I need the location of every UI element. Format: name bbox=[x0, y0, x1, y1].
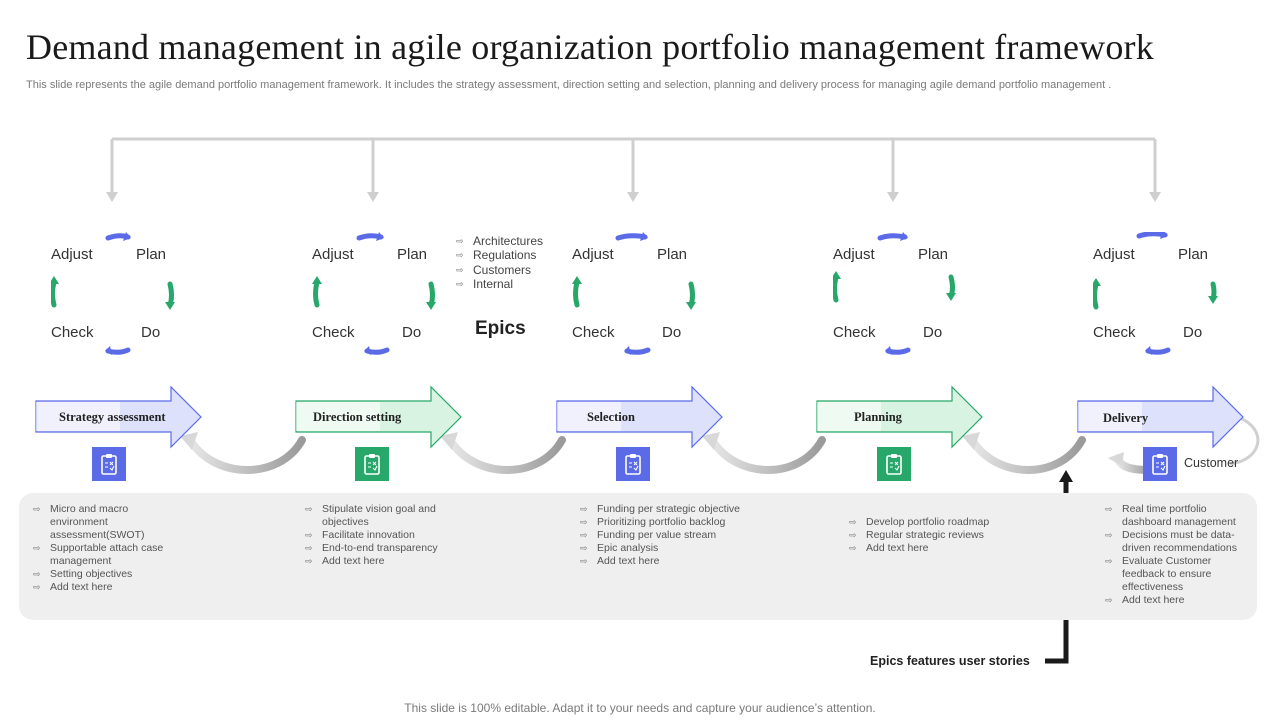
stage-arrow-planning[interactable] bbox=[816, 385, 983, 449]
customer-label: Customer bbox=[1184, 456, 1239, 470]
stage-details-direction-setting: Stipulate vision goal and objectives Fac… bbox=[305, 503, 475, 568]
epics-item: Regulations bbox=[456, 248, 543, 263]
clipboard-icon bbox=[355, 447, 389, 481]
list-item: Add text here bbox=[580, 555, 780, 568]
cycle-do-label: Do bbox=[141, 324, 161, 341]
pdca-cycle-3: Adjust Plan Check Do bbox=[572, 232, 722, 362]
stage-arrows bbox=[35, 385, 1244, 449]
cycle-adjust-label: Adjust bbox=[833, 246, 875, 263]
epics-features-label: Epics features user stories bbox=[870, 654, 1030, 668]
list-item: Add text here bbox=[33, 581, 183, 594]
cycle-do-label: Do bbox=[402, 324, 422, 341]
list-item: Develop portfolio roadmap bbox=[849, 516, 1029, 529]
cycle-check-label: Check bbox=[51, 324, 94, 341]
top-connector bbox=[110, 137, 1157, 196]
list-item: Funding per value stream bbox=[580, 529, 780, 542]
cycle-adjust-label: Adjust bbox=[1093, 246, 1135, 263]
stage-label-planning: Planning bbox=[854, 410, 902, 424]
cycle-arrows bbox=[1093, 232, 1218, 355]
cycle-arrows bbox=[51, 232, 175, 355]
pdca-cycle-2: Adjust Plan Check Do bbox=[312, 232, 462, 362]
stage-arrow-direction-setting[interactable] bbox=[295, 385, 462, 449]
epics-features-arrowhead bbox=[1059, 470, 1073, 482]
list-item: Stipulate vision goal and objectives bbox=[305, 503, 475, 529]
list-item: Micro and macro environment assessment(S… bbox=[33, 503, 183, 542]
cycle-plan-label: Plan bbox=[918, 246, 949, 263]
cycle-adjust-label: Adjust bbox=[312, 246, 354, 263]
list-item: Regular strategic reviews bbox=[849, 529, 1029, 542]
list-item: Add text here bbox=[1105, 594, 1250, 607]
stage-label-delivery: Delivery bbox=[1103, 411, 1149, 425]
epics-item: Architectures bbox=[456, 234, 543, 249]
epics-item: Internal bbox=[456, 277, 543, 292]
clipboard-icon bbox=[92, 447, 126, 481]
stage-arrow-selection[interactable] bbox=[556, 385, 723, 449]
list-item: Decisions must be data-driven recommenda… bbox=[1105, 529, 1250, 555]
cycle-check-label: Check bbox=[833, 324, 876, 341]
list-item: End-to-end transparency bbox=[305, 542, 475, 555]
page-subtitle: This slide represents the agile demand p… bbox=[26, 79, 1112, 91]
cycle-check-label: Check bbox=[312, 324, 355, 341]
clipboard-icon bbox=[877, 447, 911, 481]
stage-label-strategy-assessment: Strategy assessment bbox=[59, 410, 166, 424]
clipboard-icon bbox=[616, 447, 650, 481]
stage-details-strategy-assessment: Micro and macro environment assessment(S… bbox=[33, 503, 183, 594]
cycle-plan-label: Plan bbox=[136, 246, 167, 263]
cycle-check-label: Check bbox=[1093, 324, 1136, 341]
list-item: Facilitate innovation bbox=[305, 529, 475, 542]
cycle-plan-label: Plan bbox=[1178, 246, 1209, 263]
connector-arrowheads bbox=[106, 192, 1161, 202]
stage-link-heads bbox=[180, 432, 1124, 466]
cycle-plan-label: Plan bbox=[657, 246, 688, 263]
list-item: Epic analysis bbox=[580, 542, 780, 555]
footer-note: This slide is 100% editable. Adapt it to… bbox=[404, 701, 876, 715]
pdca-cycle-5: Adjust Plan Check Do bbox=[1093, 232, 1243, 362]
list-item: Funding per strategic objective bbox=[580, 503, 780, 516]
pdca-cycle-4: Adjust Plan Check Do bbox=[833, 232, 983, 362]
epics-title: Epics bbox=[475, 318, 526, 339]
stage-label-direction-setting: Direction setting bbox=[313, 410, 402, 424]
clipboard-icon bbox=[1143, 447, 1177, 481]
stage-details-selection: Funding per strategic objective Prioriti… bbox=[580, 503, 780, 568]
epics-list: Architectures Regulations Customers Inte… bbox=[456, 234, 543, 291]
list-item: Add text here bbox=[849, 542, 1029, 555]
list-item: Evaluate Customer feedback to ensure eff… bbox=[1105, 555, 1250, 594]
customer-loop bbox=[1229, 416, 1260, 466]
page-title: Demand management in agile organization … bbox=[26, 27, 1154, 67]
stage-details-planning: Develop portfolio roadmap Regular strate… bbox=[849, 516, 1029, 555]
list-item: Setting objectives bbox=[33, 568, 183, 581]
list-item: Real time portfolio dashboard management bbox=[1105, 503, 1250, 529]
cycle-arrows bbox=[312, 232, 436, 355]
pdca-cycle-1: Adjust Plan Check Do bbox=[51, 232, 201, 362]
cycle-do-label: Do bbox=[1183, 324, 1203, 341]
stage-link-curves bbox=[186, 436, 1154, 474]
stage-details-delivery: Real time portfolio dashboard management… bbox=[1105, 503, 1250, 607]
stage-arrow-strategy-assessment[interactable] bbox=[35, 385, 202, 449]
stage-label-selection: Selection bbox=[587, 410, 635, 424]
cycle-plan-label: Plan bbox=[397, 246, 428, 263]
cycle-do-label: Do bbox=[662, 324, 682, 341]
cycle-check-label: Check bbox=[572, 324, 615, 341]
list-item: Add text here bbox=[305, 555, 475, 568]
cycle-adjust-label: Adjust bbox=[572, 246, 614, 263]
list-item: Supportable attach case management bbox=[33, 542, 183, 568]
list-item: Prioritizing portfolio backlog bbox=[580, 516, 780, 529]
cycle-adjust-label: Adjust bbox=[51, 246, 93, 263]
cycle-arrows bbox=[833, 232, 956, 355]
cycle-arrows bbox=[572, 232, 696, 355]
stage-arrow-delivery[interactable] bbox=[1077, 385, 1244, 449]
cycle-do-label: Do bbox=[923, 324, 943, 341]
epics-item: Customers bbox=[456, 263, 543, 278]
